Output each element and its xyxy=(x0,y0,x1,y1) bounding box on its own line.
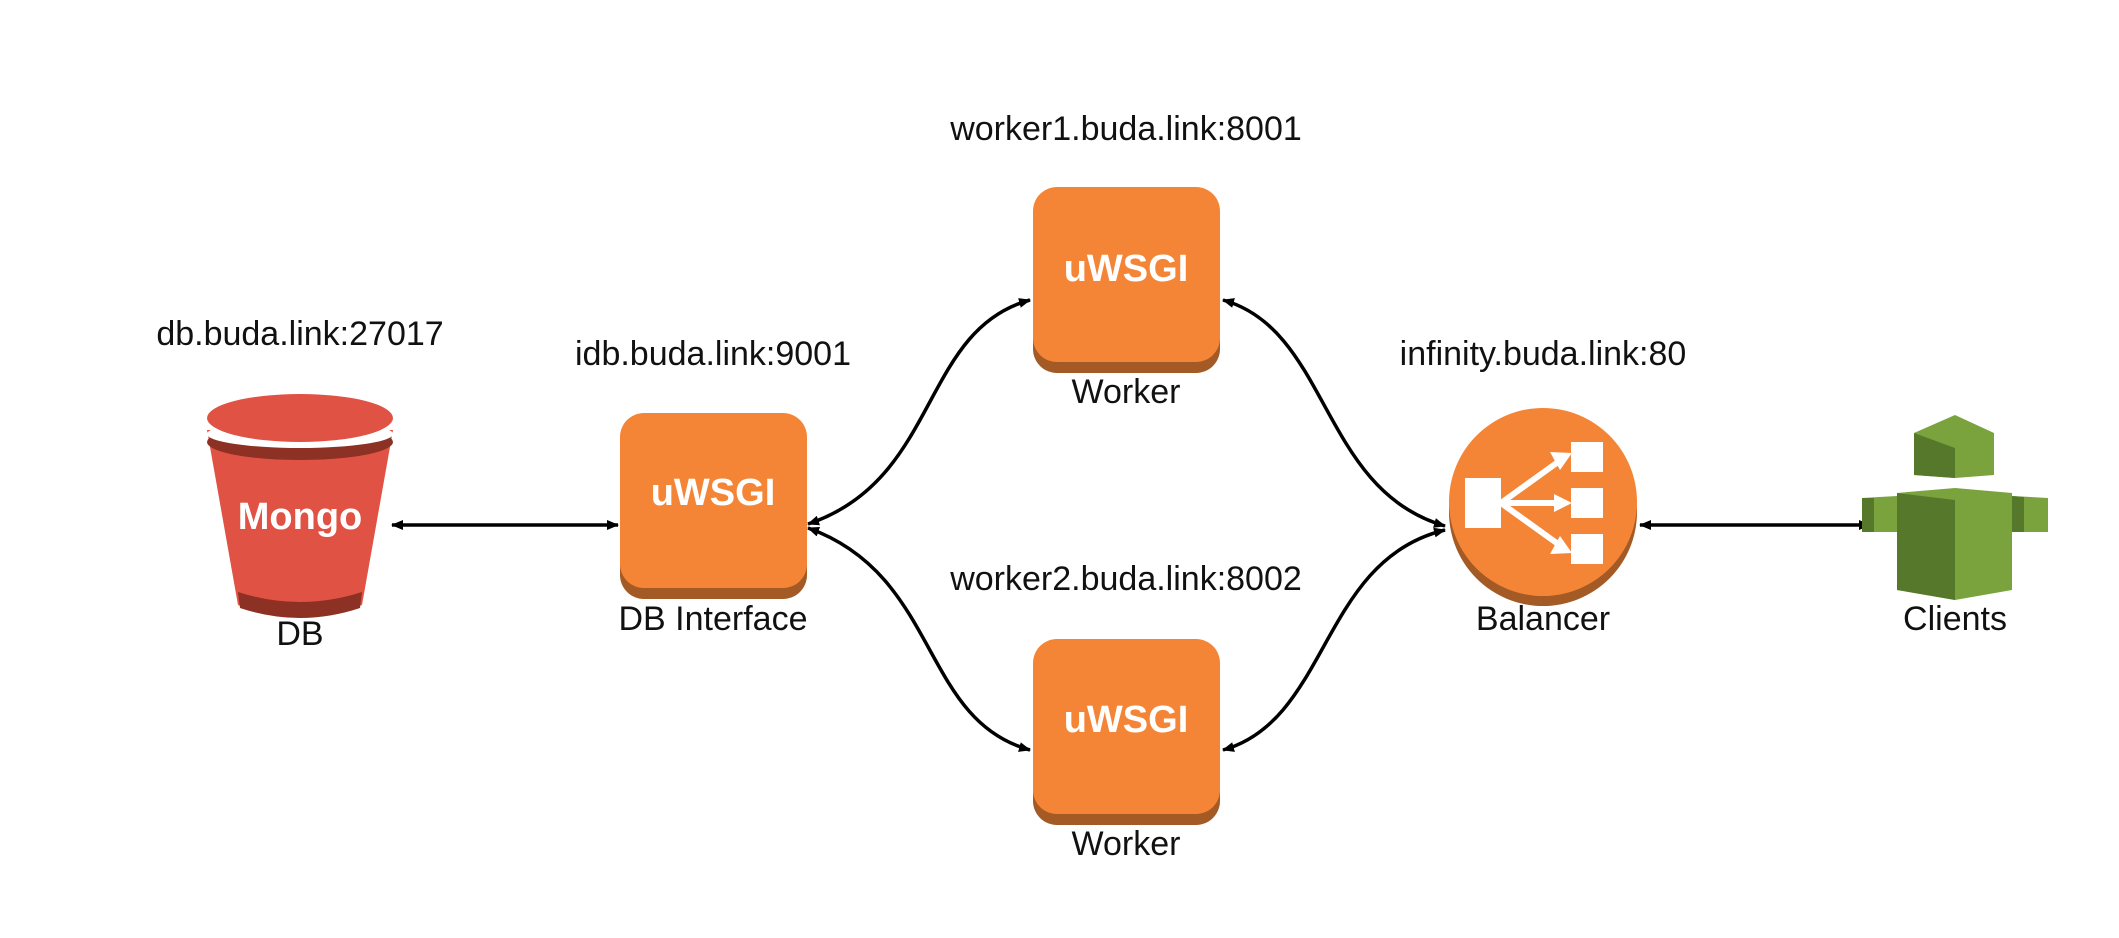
clients-label: Clients xyxy=(1903,600,2007,638)
balancer-label: Balancer xyxy=(1476,600,1610,638)
db-interface-box-text: uWSGI xyxy=(651,472,776,514)
db-interface-node: idb.buda.link:9001 uWSGI DB Interface xyxy=(575,335,851,638)
edge-dbinterface-worker1 xyxy=(807,298,1031,526)
db-box-text: Mongo xyxy=(238,496,363,538)
edge-dbinterface-worker2 xyxy=(807,526,1031,752)
server-icon xyxy=(620,413,807,599)
clients-icon xyxy=(1862,415,2048,600)
worker2-node: worker2.buda.link:8002 uWSGI Worker xyxy=(949,560,1302,863)
edge-worker1-balancer xyxy=(1222,298,1446,528)
server-icon xyxy=(1033,187,1220,373)
worker1-host-label: worker1.buda.link:8001 xyxy=(949,110,1302,148)
bucket-icon xyxy=(207,394,393,618)
edge-worker2-balancer xyxy=(1222,527,1446,752)
db-interface-host-label: idb.buda.link:9001 xyxy=(575,335,851,373)
worker2-label: Worker xyxy=(1072,825,1181,863)
db-interface-label: DB Interface xyxy=(619,600,808,638)
balancer-host-label: infinity.buda.link:80 xyxy=(1400,335,1687,373)
balancer-node: infinity.buda.link:80 Balancer xyxy=(1400,335,1687,638)
worker1-box-text: uWSGI xyxy=(1064,248,1189,290)
load-balancer-icon xyxy=(1449,408,1637,606)
worker2-host-label: worker2.buda.link:8002 xyxy=(949,560,1302,598)
worker1-label: Worker xyxy=(1072,373,1181,411)
edges xyxy=(391,298,1871,752)
db-node: db.buda.link:27017 Mongo DB xyxy=(156,315,443,653)
db-label: DB xyxy=(276,615,323,653)
worker2-box-text: uWSGI xyxy=(1064,699,1189,741)
clients-node: Clients xyxy=(1862,415,2048,638)
db-host-label: db.buda.link:27017 xyxy=(156,315,443,353)
worker1-node: worker1.buda.link:8001 uWSGI Worker xyxy=(949,110,1302,411)
server-icon xyxy=(1033,639,1220,825)
